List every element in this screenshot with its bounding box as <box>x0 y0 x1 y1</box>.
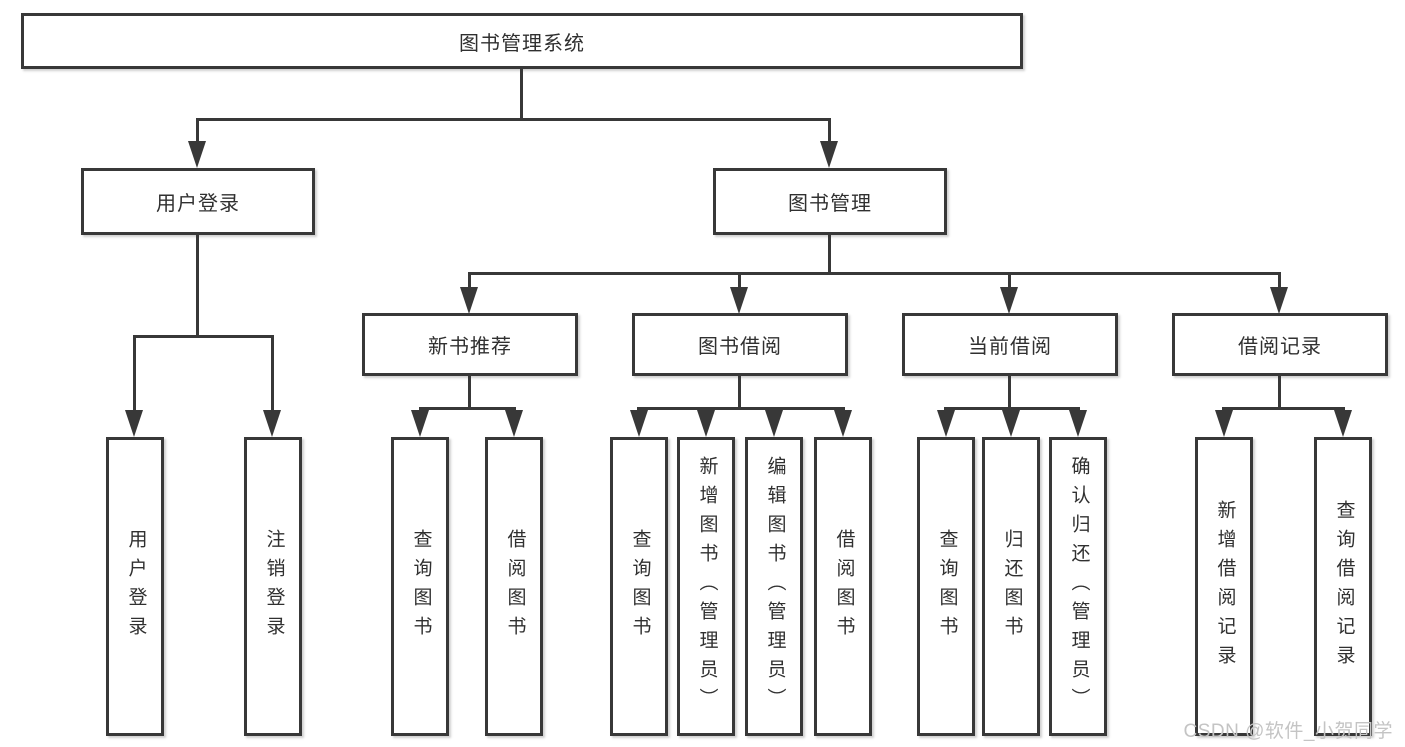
node-user-login: 用户登录 <box>81 168 315 235</box>
node-label: 查询图书 <box>936 528 958 645</box>
node-user-login-action: 用户登录 <box>106 437 164 736</box>
connector-line <box>738 272 741 288</box>
node-borrow-books: 借阅图书 <box>814 437 872 736</box>
connector-line <box>1278 272 1281 288</box>
node-borrow-books-recommend: 借阅图书 <box>485 437 543 736</box>
node-label: 用户登录 <box>156 193 240 215</box>
connector-line <box>419 407 516 410</box>
connector-line <box>468 376 471 407</box>
arrow-down-icon <box>1270 287 1288 314</box>
connector-line <box>133 335 274 338</box>
node-label: 归还图书 <box>1001 528 1023 645</box>
connector-line <box>637 407 845 410</box>
connector-line <box>196 235 199 335</box>
connector-line <box>738 376 741 407</box>
node-query-books-current: 查询图书 <box>917 437 975 736</box>
arrow-down-icon <box>937 410 955 437</box>
node-confirm-return-admin: 确认归还（管理员） <box>1049 437 1107 736</box>
node-label: 查询图书 <box>410 528 432 645</box>
arrow-down-icon <box>834 410 852 437</box>
watermark: CSDN @软件_小贺同学 <box>1183 721 1393 742</box>
connector-line <box>468 272 471 288</box>
connector-line <box>1008 272 1011 288</box>
node-query-books-borrowing: 查询图书 <box>610 437 668 736</box>
arrow-down-icon <box>460 287 478 314</box>
node-library-management-system: 图书管理系统 <box>21 13 1023 69</box>
node-label: 编辑图书（管理员） <box>764 456 786 717</box>
node-current-borrowing: 当前借阅 <box>902 313 1118 376</box>
node-label: 注销登录 <box>263 528 285 645</box>
node-return-books: 归还图书 <box>982 437 1040 736</box>
arrow-down-icon <box>125 410 143 437</box>
arrow-down-icon <box>697 410 715 437</box>
node-query-borrow-record: 查询借阅记录 <box>1314 437 1372 736</box>
connector-line <box>1222 407 1345 410</box>
arrow-down-icon <box>1000 287 1018 314</box>
connector-line <box>1008 376 1011 407</box>
connector-line <box>944 407 1080 410</box>
node-label: 新增图书（管理员） <box>696 456 718 717</box>
connector-line <box>828 235 831 272</box>
node-logout: 注销登录 <box>244 437 302 736</box>
node-label: 查询图书 <box>629 528 651 645</box>
connector-line <box>196 118 831 121</box>
arrow-down-icon <box>1069 410 1087 437</box>
arrow-down-icon <box>730 287 748 314</box>
node-add-borrow-record: 新增借阅记录 <box>1195 437 1253 736</box>
arrow-down-icon <box>411 410 429 437</box>
node-label: 图书管理 <box>788 193 872 215</box>
arrow-down-icon <box>765 410 783 437</box>
node-label: 当前借阅 <box>968 336 1052 358</box>
connector-line <box>1278 376 1281 407</box>
node-query-books-recommend: 查询图书 <box>391 437 449 736</box>
arrow-down-icon <box>1215 410 1233 437</box>
node-label: 新书推荐 <box>428 336 512 358</box>
arrow-down-icon <box>820 141 838 168</box>
arrow-down-icon <box>188 141 206 168</box>
node-label: 确认归还（管理员） <box>1068 456 1090 717</box>
connector-line <box>133 335 136 412</box>
node-label: 用户登录 <box>125 528 147 645</box>
arrow-down-icon <box>263 410 281 437</box>
arrow-down-icon <box>1002 410 1020 437</box>
connector-line <box>196 118 199 143</box>
connector-line <box>468 272 1281 275</box>
connector-line <box>520 69 523 118</box>
node-book-borrowing: 图书借阅 <box>632 313 848 376</box>
node-label: 图书管理系统 <box>459 32 585 55</box>
node-label: 图书借阅 <box>698 336 782 358</box>
node-label: 借阅记录 <box>1238 336 1322 358</box>
node-new-book-recommendation: 新书推荐 <box>362 313 578 376</box>
node-label: 借阅图书 <box>504 528 526 645</box>
node-label: 借阅图书 <box>833 528 855 645</box>
node-label: 查询借阅记录 <box>1333 499 1355 674</box>
arrow-down-icon <box>1334 410 1352 437</box>
node-label: 新增借阅记录 <box>1214 499 1236 674</box>
arrow-down-icon <box>630 410 648 437</box>
node-book-management: 图书管理 <box>713 168 947 235</box>
node-add-books-admin: 新增图书（管理员） <box>677 437 735 736</box>
arrow-down-icon <box>505 410 523 437</box>
connector-line <box>271 335 274 412</box>
node-borrowing-records: 借阅记录 <box>1172 313 1388 376</box>
node-edit-books-admin: 编辑图书（管理员） <box>745 437 803 736</box>
connector-line <box>828 118 831 143</box>
